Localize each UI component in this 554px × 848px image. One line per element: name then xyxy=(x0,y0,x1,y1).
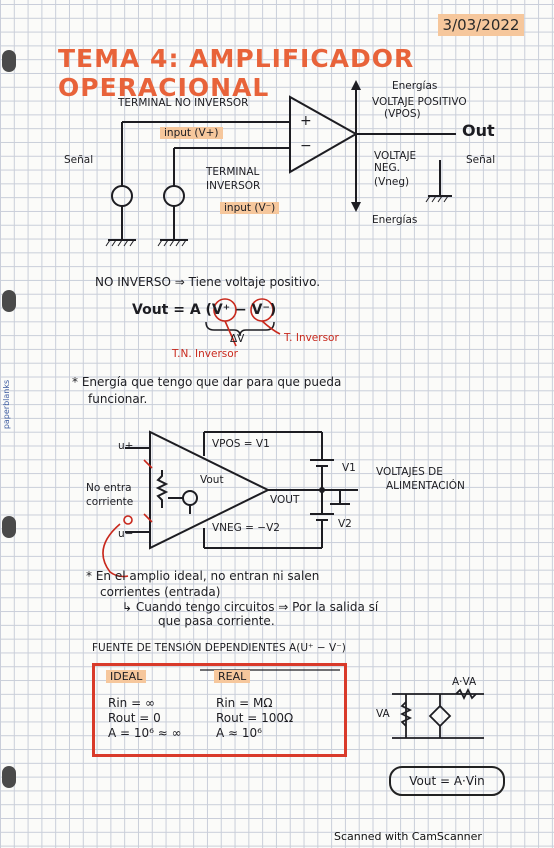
equivalent-model xyxy=(392,687,484,739)
terminal-inversor-label-2: INVERSOR xyxy=(206,180,261,192)
ideal-item: A = 10⁶ ≈ ∞ xyxy=(108,726,182,740)
vpos-label: (VPOS) xyxy=(384,108,421,120)
input-plus-label: input (V+) xyxy=(160,127,223,139)
vout-label: VOUT xyxy=(270,494,300,506)
t-inversor-label: T. Inversor xyxy=(284,332,339,344)
voltajes-label-2: ALIMENTACIÓN xyxy=(386,480,465,492)
voltaje-neg-label-2: NEG. xyxy=(374,162,400,174)
voltajes-label-1: VOLTAJES DE xyxy=(376,466,443,478)
binder-hole xyxy=(2,766,16,788)
voltaje-neg-label-1: VOLTAJE xyxy=(374,150,417,162)
terminal-no-inversor-label: TERMINAL NO INVERSOR xyxy=(118,97,249,109)
real-item: Rin = MΩ xyxy=(216,696,273,710)
u-plus-label: u+ xyxy=(118,440,134,452)
ideal-note-line1: * En el amplio ideal, no entran ni salen xyxy=(86,569,320,583)
opamp-triangle-2 xyxy=(149,430,271,550)
real-item: A ≈ 10⁶ xyxy=(216,726,262,740)
opamp-triangle-1 xyxy=(289,95,359,174)
vout-formula: Vout = A (V⁺ − V⁻) xyxy=(132,302,277,318)
page-title: TEMA 4: AMPLIFICADOR OPERACIONAL xyxy=(58,44,415,102)
binder-hole xyxy=(2,290,16,312)
voltaje-positivo-label: VOLTAJE POSITIVO xyxy=(372,96,467,108)
ideal-note-line3: ↳ Cuando tengo circuitos ⇒ Por la salida… xyxy=(122,600,379,614)
u-minus-label: u− xyxy=(118,528,134,540)
vpos-v1-label: VPOS = V1 xyxy=(212,438,270,450)
senal-left-label: Señal xyxy=(64,154,94,166)
supply-arrows xyxy=(351,80,361,212)
ideal-item: Rin = ∞ xyxy=(108,696,155,710)
no-entra-label-1: No entra xyxy=(86,482,132,494)
vneg-label: (Vneg) xyxy=(374,176,410,188)
terminal-inversor-label-1: TERMINAL xyxy=(206,166,260,178)
input-minus-label: input (V⁻) xyxy=(220,202,280,214)
energias-bottom-label: Energías xyxy=(372,214,418,226)
no-current-marks xyxy=(102,459,153,578)
ideal-note-line4: que pasa corriente. xyxy=(158,614,275,628)
va-label: VA xyxy=(376,708,390,720)
v1-label: V1 xyxy=(342,462,356,474)
binder-hole xyxy=(2,50,16,72)
energy-note-line2: funcionar. xyxy=(88,392,148,406)
ava-label: A·VA xyxy=(452,676,477,688)
vout-inner-label: Vout xyxy=(200,474,224,486)
no-inverso-note: NO INVERSO ⇒ Tiene voltaje positivo. xyxy=(95,275,321,289)
delta-v-label: ΔV xyxy=(230,333,245,345)
fuente-note: FUENTE DE TENSIÓN DEPENDIENTES A(U⁺ − V⁻… xyxy=(92,642,346,654)
out-label: Out xyxy=(462,121,495,140)
tn-inversor-label: T.N. Inversor xyxy=(172,348,238,360)
scanner-footer: Scanned with CamScanner xyxy=(334,830,482,843)
minus-sign: − xyxy=(300,138,312,154)
ideal-note-line2: corrientes (entrada) xyxy=(100,585,221,599)
ground-hatching-1 xyxy=(105,195,449,247)
real-item: Rout = 100Ω xyxy=(216,711,294,725)
v2-label: V2 xyxy=(338,518,352,530)
output-formula: Vout = A·Vin xyxy=(389,766,505,796)
energias-top-label: Energías xyxy=(392,80,438,92)
ideal-item: Rout = 0 xyxy=(108,711,161,725)
energy-note-line1: * Energía que tengo que dar para que pue… xyxy=(72,375,342,389)
no-entra-label-2: corriente xyxy=(86,496,134,508)
real-title: REAL xyxy=(214,670,251,683)
ideal-vs-real-box xyxy=(92,663,347,757)
senal-right-label: Señal xyxy=(466,154,496,166)
plus-sign: + xyxy=(300,113,312,129)
ideal-title: IDEAL xyxy=(106,670,147,683)
binder-hole xyxy=(2,516,16,538)
vneg-v2-label: VNEG = −V2 xyxy=(212,522,280,534)
date-label: 3/03/2022 xyxy=(438,14,524,36)
